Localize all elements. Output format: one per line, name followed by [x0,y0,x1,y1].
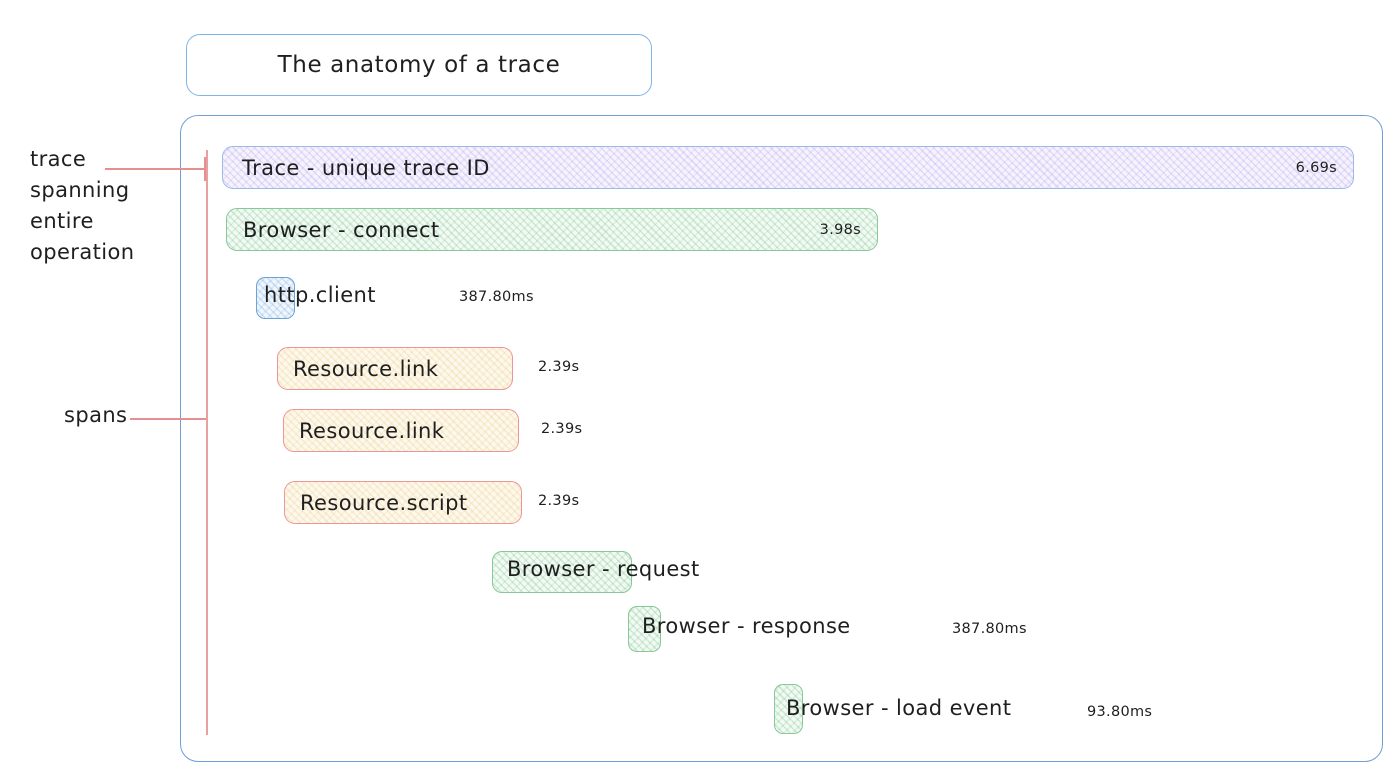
annotation-trace-spanning: trace spanning entire operation [30,144,134,268]
span-browser-connect: Browser - connect 3.98s [226,208,878,251]
trace-pointer-line [105,168,205,170]
span-label: Browser - connect [243,217,440,242]
span-label: Resource.link [299,418,445,443]
annotation-line: entire [30,209,94,233]
annotation-line: spanning [30,178,130,202]
span-duration: 3.98s [819,221,861,238]
span-label: Browser - request [507,557,700,581]
annotation-spans: spans [64,403,128,427]
span-label: Browser - load event [786,696,1012,720]
title-box: The anatomy of a trace [186,34,652,96]
span-label: Resource.link [293,356,439,381]
span-duration: 2.39s [538,359,580,375]
spans-pointer-line [130,418,207,420]
annotation-line: operation [30,240,135,264]
span-duration: 2.39s [541,421,583,437]
span-duration: 93.80ms [1087,704,1153,720]
spans-bracket-line [206,150,208,735]
span-label: http.client [264,283,376,307]
span-browser-request [492,551,632,593]
diagram-title: The anatomy of a trace [277,52,561,78]
annotation-line: trace [30,147,87,171]
trace-bar-label: Trace - unique trace ID [242,155,490,180]
span-resource-script: Resource.script [284,481,522,524]
span-browser-load-event [774,684,803,734]
span-duration: 387.80ms [952,621,1027,637]
trace-container-box [180,115,1383,762]
trace-pointer-tick [204,157,206,181]
trace-bar: Trace - unique trace ID 6.69s [222,146,1354,189]
span-label: Resource.script [300,490,468,515]
span-duration: 387.80ms [459,289,534,305]
span-browser-response [628,606,661,652]
span-resource-link-2: Resource.link [283,409,519,452]
span-duration: 2.39s [538,493,580,509]
span-resource-link-1: Resource.link [277,347,513,390]
span-label: Browser - response [642,614,851,638]
span-http-client [256,277,295,319]
trace-bar-duration: 6.69s [1295,159,1337,176]
